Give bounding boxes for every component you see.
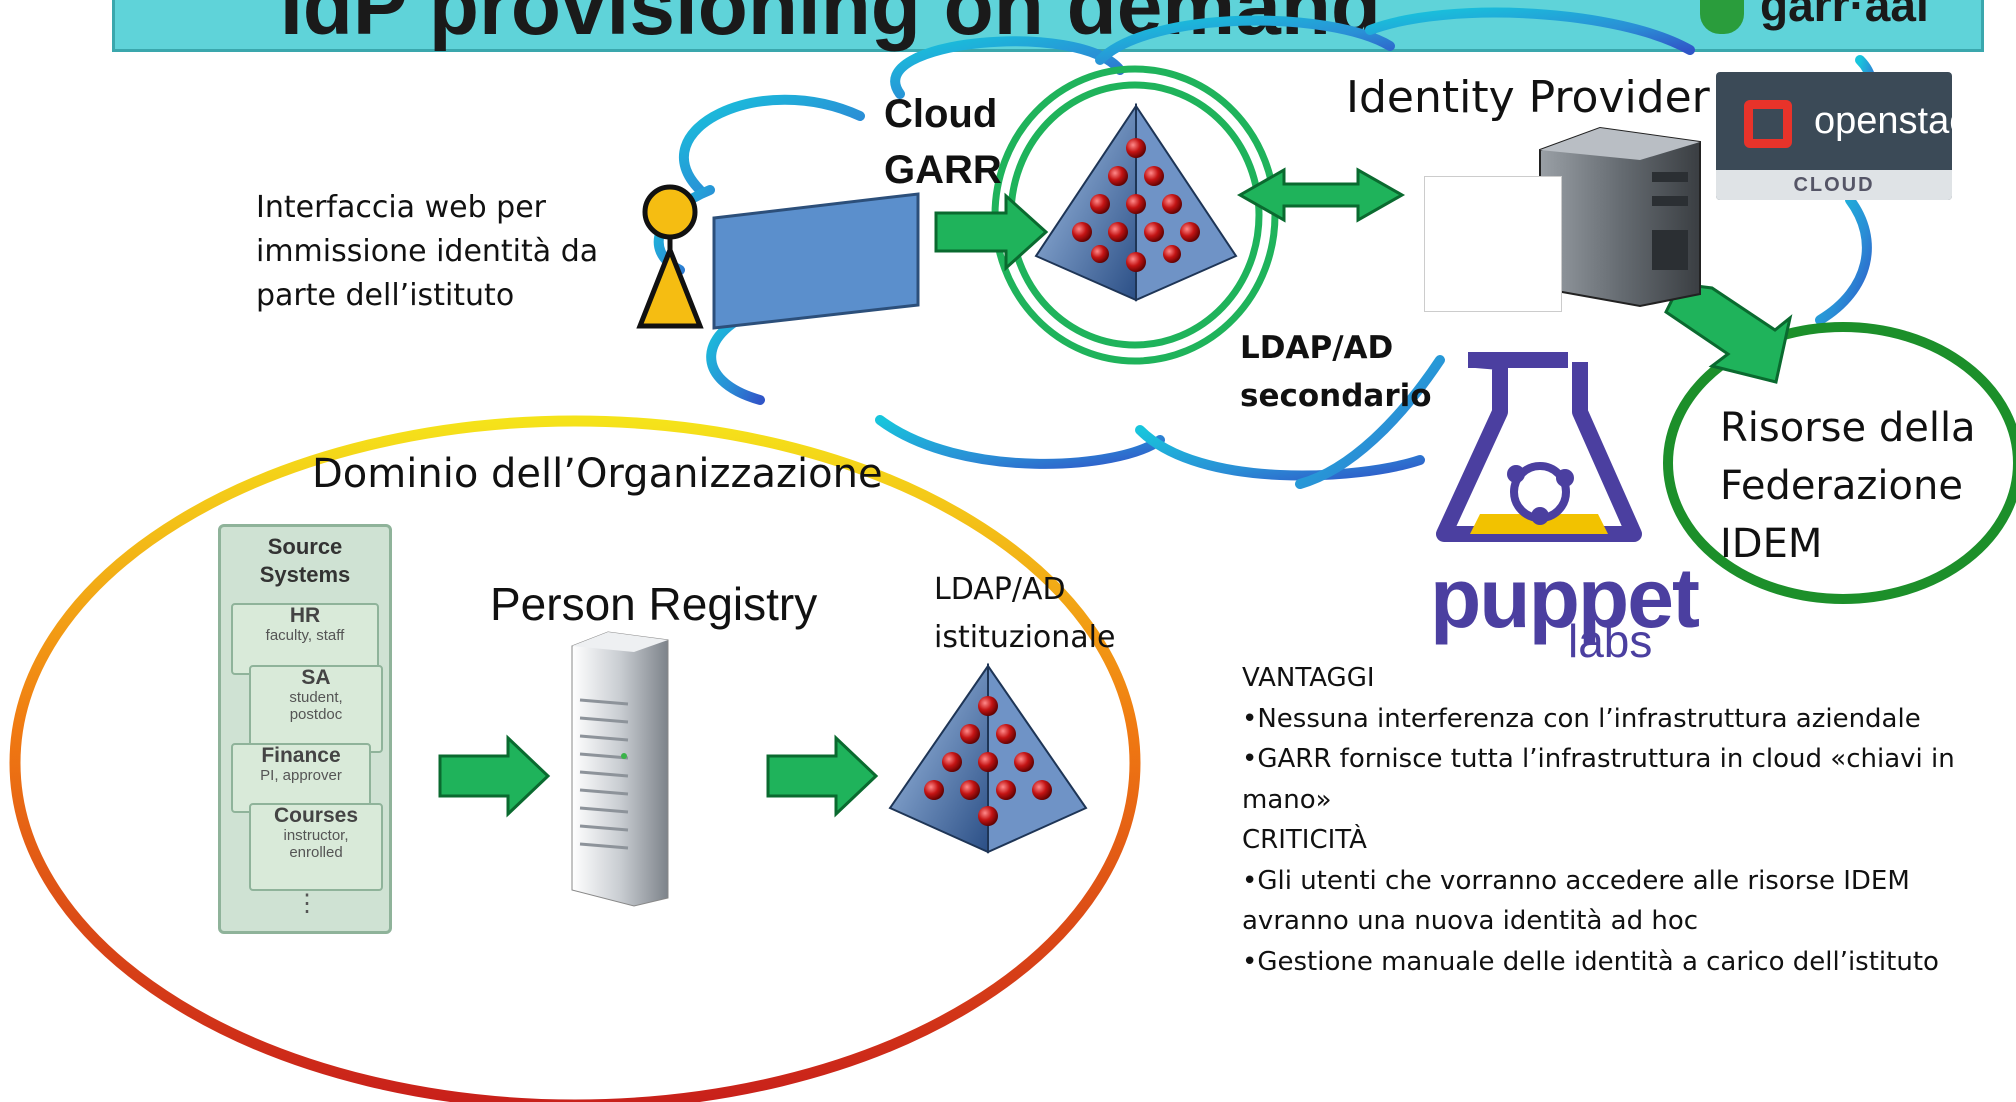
org-domain-label: Dominio dell’Organizzazione (312, 451, 883, 497)
arrow-to-cloud-ldap (934, 192, 1049, 272)
puppet-word: puppet (1430, 551, 1700, 645)
notes-line: •Gli utenti che vorranno accedere alle r… (1242, 865, 1910, 896)
source-systems-panel: Source Systems HR faculty, staff SA stud… (218, 524, 392, 934)
cloud-label-line1: Cloud (884, 92, 998, 136)
federation-circle (1663, 322, 2016, 604)
openstack-word: openstack (1814, 100, 1952, 142)
garr-logo: garr·aai (1760, 0, 1929, 31)
double-arrow-ldap-idp (1236, 167, 1406, 223)
web-interface-label-line1: Interfaccia web per (256, 190, 547, 225)
web-interface-screen (712, 192, 920, 330)
federation-label-line1: Risorse della (1720, 405, 1976, 451)
openstack-sub: CLOUD (1716, 170, 1952, 200)
puppet-labs: labs (1568, 615, 1653, 667)
source-card-finance: Finance PI, approver (231, 743, 371, 813)
puppet-flask-icon (1436, 352, 1642, 542)
org-ldap-pyramid-icon (888, 662, 1088, 854)
openstack-logo: openstack CLOUD (1716, 72, 1952, 200)
source-card-hr: HR faculty, staff (231, 603, 379, 675)
federation-label-line3: IDEM (1720, 521, 1823, 567)
source-more-icon: ⋮ (295, 890, 319, 917)
person-icon (636, 184, 704, 329)
cloud-ldap-pyramid-icon (1034, 102, 1238, 302)
idp-server-icon (1518, 126, 1701, 308)
notes-line: VANTAGGI (1242, 663, 1375, 693)
web-interface-label-line3: parte dell’istituto (256, 278, 515, 313)
notes-line: mano» (1242, 784, 1332, 815)
arrow-idp-federation (1664, 282, 1793, 384)
notes-line: avranno una nuova identità ad hoc (1242, 906, 1699, 936)
cloud-label-line2: GARR (884, 148, 1002, 192)
arrow-registry-ldap (766, 734, 879, 818)
notes-line: •Gestione manuale delle identità a caric… (1242, 946, 1939, 977)
ldap-institutional-label-line1: LDAP/AD (934, 572, 1066, 607)
web-interface-label-line2: immissione identità da (256, 234, 599, 269)
notes-line: •Nessuna interferenza con l’infrastruttu… (1242, 703, 1921, 734)
ldap-institutional-label-line2: istituzionale (934, 620, 1116, 655)
idp-label: Identity Provider (1346, 72, 1710, 123)
ldap-secondary-label-line2: secondario (1240, 378, 1432, 414)
arrow-sources-registry (438, 734, 551, 818)
garr-leaf-icon (1700, 0, 1744, 34)
org-domain-ellipse (9, 415, 1141, 1102)
source-systems-title: Source Systems (259, 534, 351, 587)
source-card-courses: Courses instructor, enrolled (249, 803, 383, 891)
notes-line: CRITICITÀ (1242, 825, 1367, 855)
notes-line: •GARR fornisce tutta l’infrastruttura in… (1242, 744, 1955, 774)
shibboleth-logo-box (1424, 176, 1562, 312)
notes-block: VANTAGGI •Nessuna interferenza con l’inf… (1242, 658, 1955, 982)
openstack-icon (1744, 100, 1792, 148)
source-card-sa: SA student, postdoc (249, 665, 383, 753)
federation-label-line2: Federazione (1720, 463, 1963, 509)
ldap-secondary-label-line1: LDAP/AD (1240, 330, 1394, 366)
person-registry-label: Person Registry (490, 578, 818, 630)
person-registry-server-icon (571, 631, 669, 907)
